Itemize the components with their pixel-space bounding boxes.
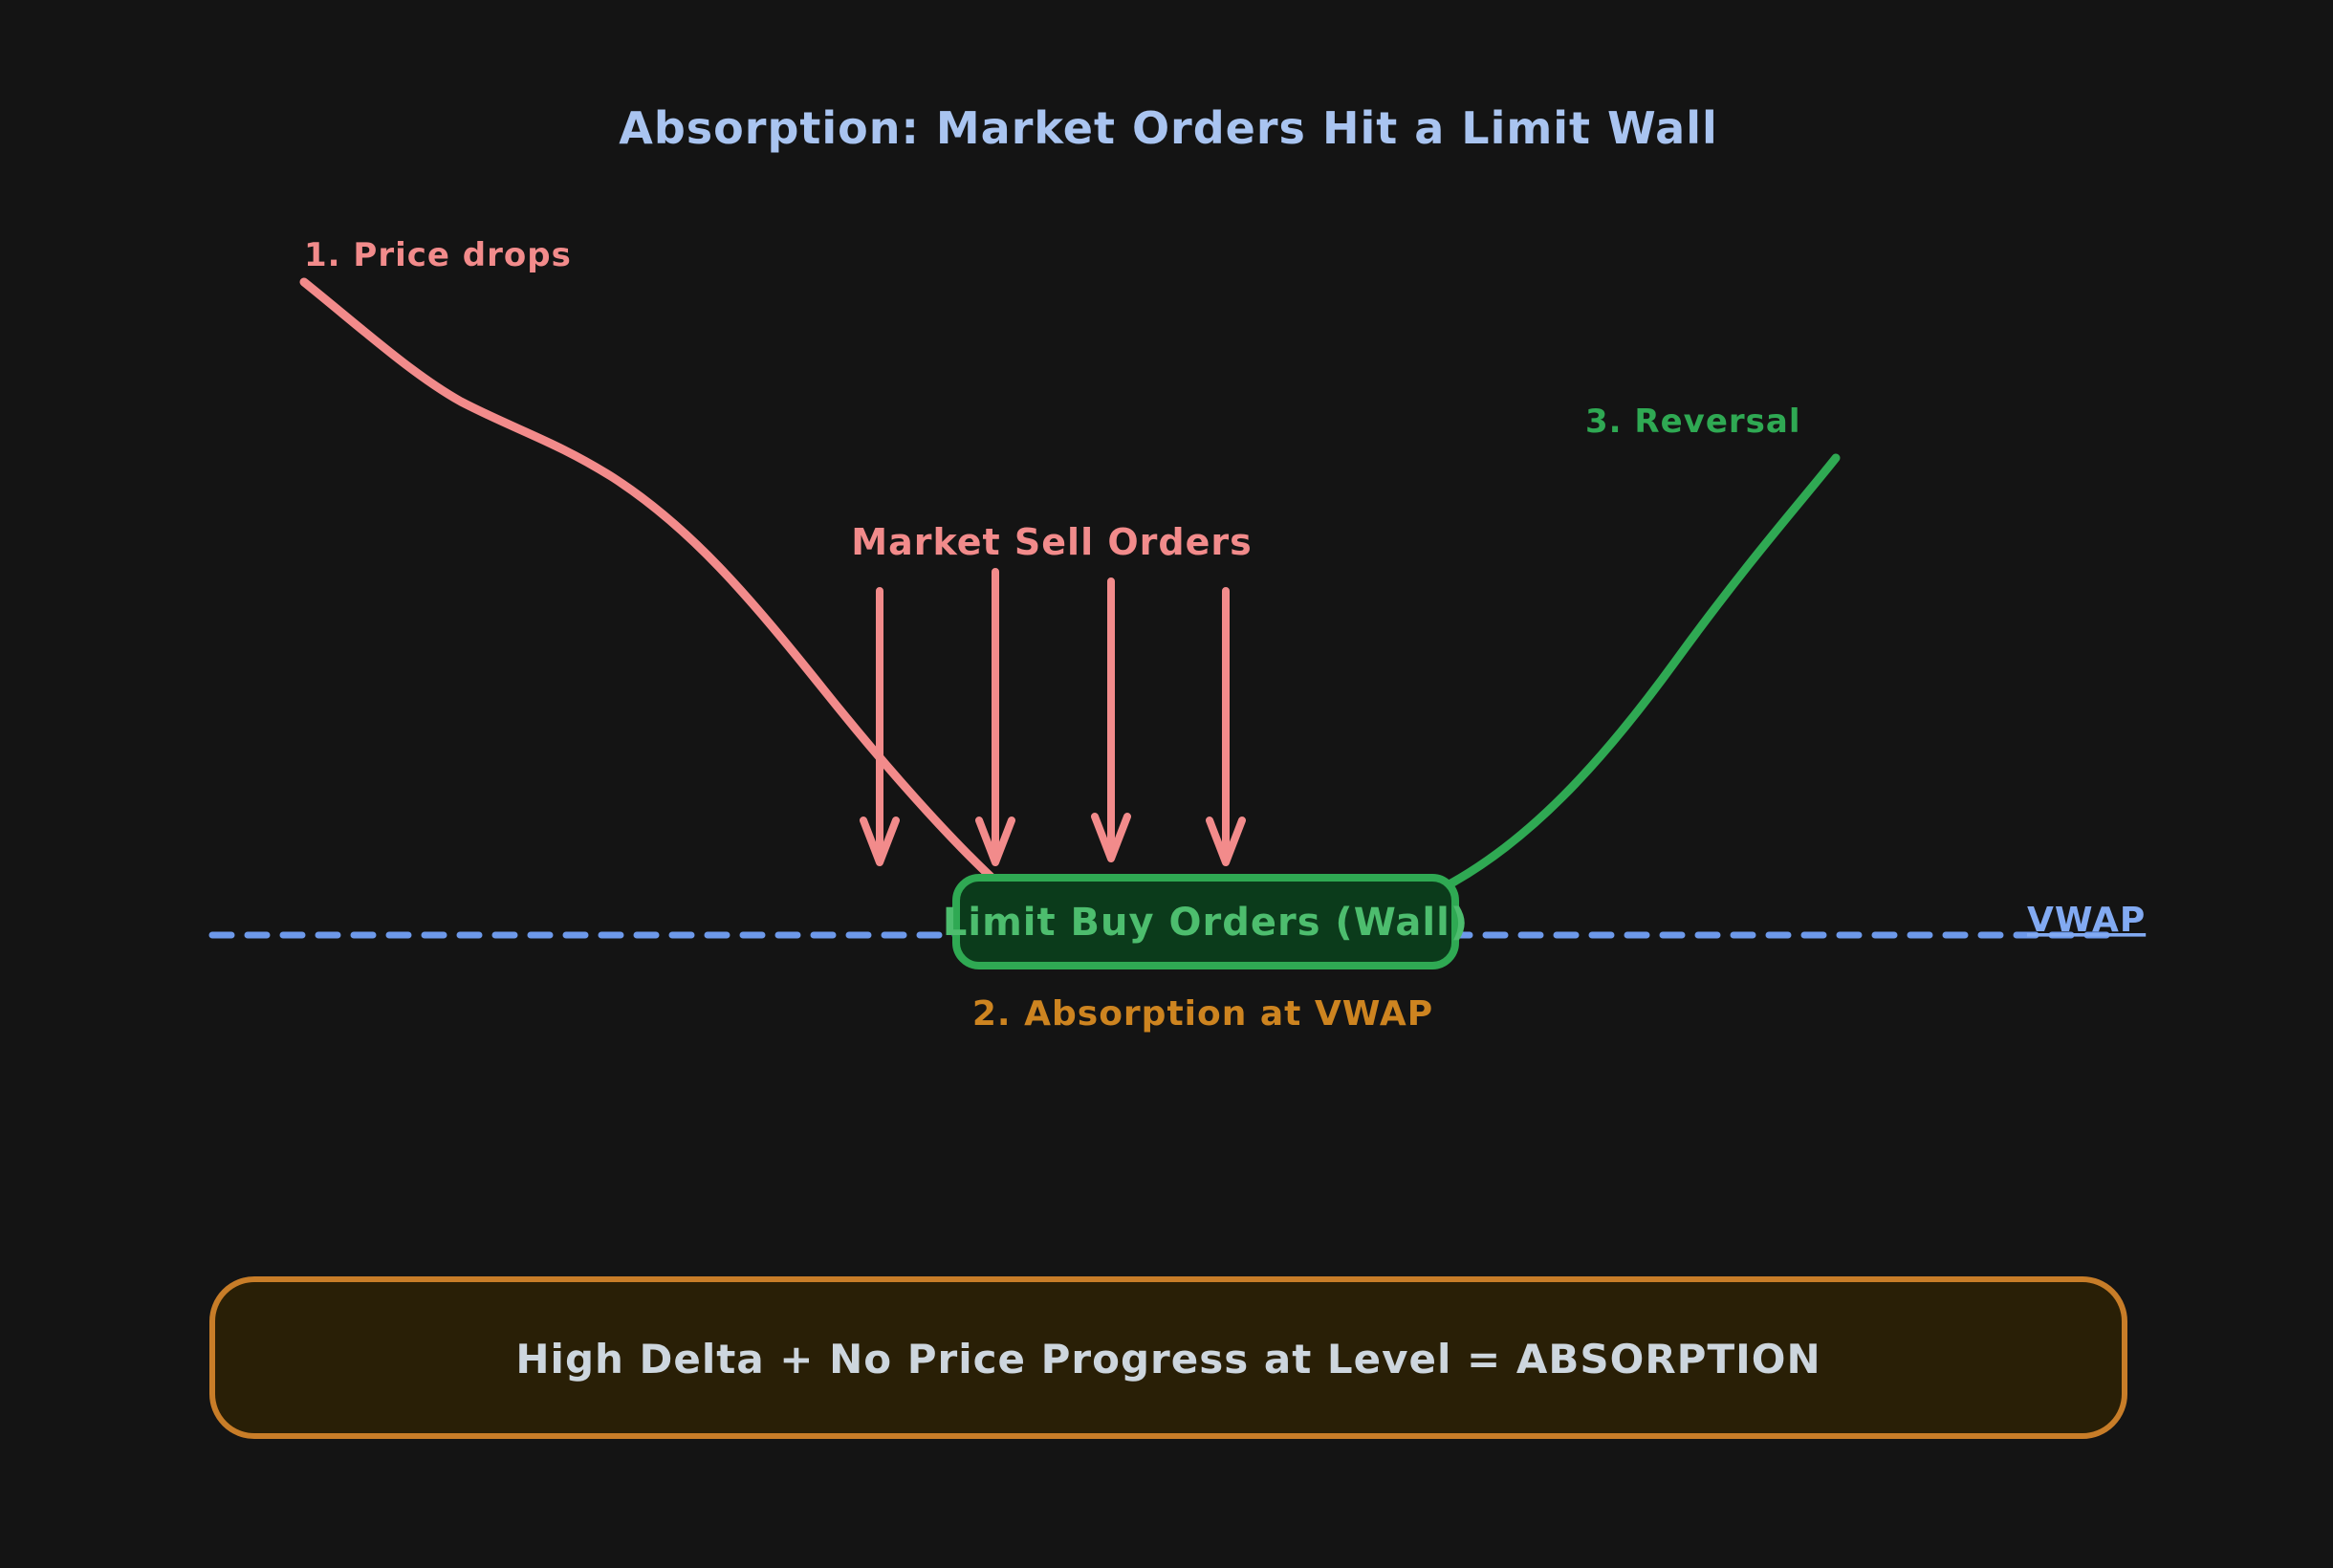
step2-absorption-label: 2. Absorption at VWAP <box>972 994 1433 1034</box>
sell-arrow-1 <box>860 587 900 866</box>
sell-arrow-4 <box>1206 587 1246 866</box>
vwap-label: VWAP <box>2027 901 2146 940</box>
reversal-curve <box>1443 453 1841 890</box>
sell-arrow-3 <box>1091 577 1131 862</box>
limit-wall-box <box>952 874 1459 969</box>
step1-price-drops-label: 1. Price drops <box>304 236 572 274</box>
price-drop-curve <box>299 277 1007 892</box>
summary-label: High Delta + No Price Progress at Level … <box>515 1336 1821 1383</box>
step3-reversal-label: 3. Reversal <box>1585 403 1800 441</box>
market-sell-orders-label: Market Sell Orders <box>851 521 1252 563</box>
summary-box <box>209 1276 2127 1439</box>
diagram-title: Absorption: Market Orders Hit a Limit Wa… <box>619 102 1717 154</box>
sell-arrow-2 <box>975 568 1015 866</box>
limit-wall-label: Limit Buy Orders (Wall) <box>943 901 1469 945</box>
